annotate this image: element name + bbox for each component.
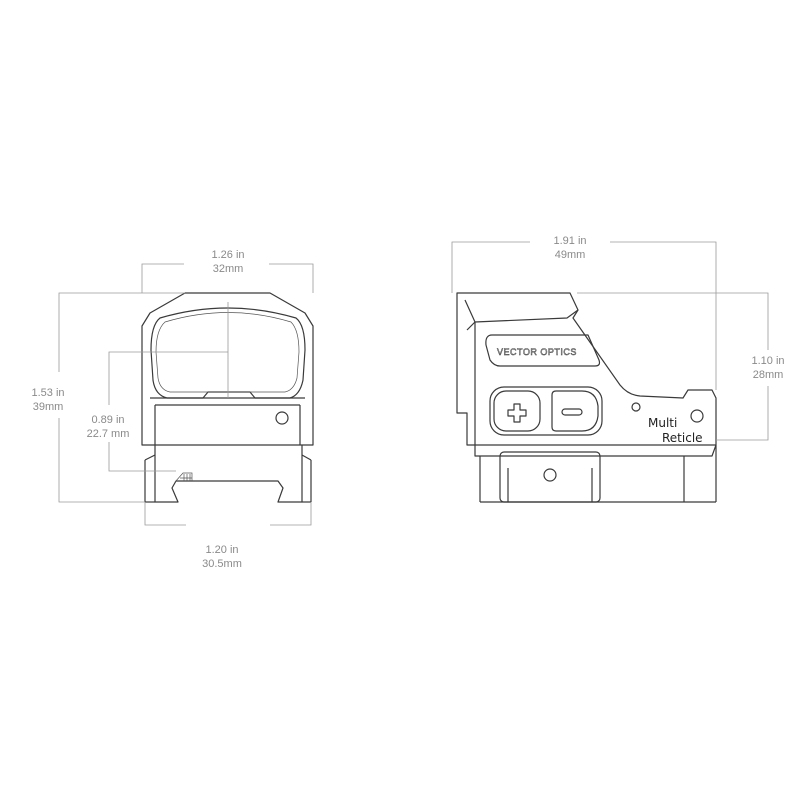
dim-label-mm: 32mm [213,263,244,275]
plus-icon [507,403,527,423]
dim-label-in: 1.26 in [211,249,244,261]
plus-button [493,390,541,432]
dim-label-in: 1.53 in [31,387,64,399]
brand-logo: VECTOR OPTICS [497,347,577,357]
dim-front-width-top: 1.26 in 32mm [141,249,314,293]
clamp-screw [543,468,557,482]
dim-label-mm: 28mm [753,369,784,381]
dim-side-height: 1.10 in 28mm [577,292,785,441]
dim-label-in: 1.91 in [553,235,586,247]
dim-front-height-total: 1.53 in 39mm [31,292,185,503]
dim-label-mm: 30.5mm [202,558,242,570]
dim-front-axis-height: 0.89 in 22.7 mm [87,302,229,472]
dim-front-width-base: 1.20 in 30.5mm [144,502,312,570]
dim-label-in: 1.20 in [205,544,238,556]
dim-label-in: 0.89 in [91,414,124,426]
dim-side-length: 1.91 in 49mm [451,235,717,390]
side-view-sight: VECTOR OPTICS Multi Reticle [456,292,717,503]
marking-multi: Multi [648,416,677,430]
dim-label-mm: 22.7 mm [87,428,130,440]
dim-label-mm: 49mm [555,249,586,261]
mount-clamp [499,451,601,503]
minus-button [551,390,599,432]
dim-label-in: 1.10 in [751,355,784,367]
dim-label-mm: 39mm [33,401,64,413]
marking-reticle: Reticle [662,431,703,445]
front-view-sight [141,292,314,503]
minus-icon [561,408,583,416]
